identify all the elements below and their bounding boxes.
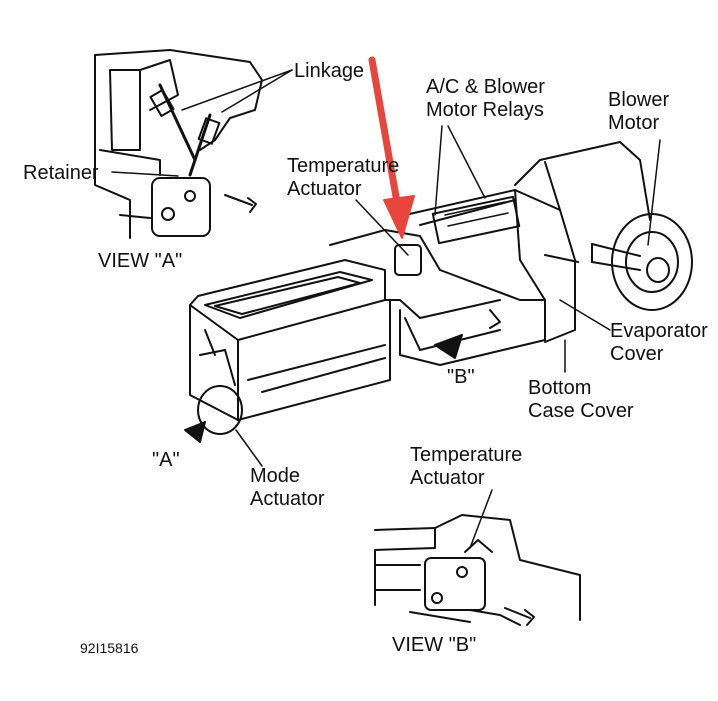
label-evaporator-cover-line1: Evaporator	[610, 320, 708, 342]
view-b-leader-line	[469, 489, 493, 549]
label-view-b: VIEW "B"	[392, 634, 477, 656]
view-a-leader-lines	[111, 69, 293, 177]
label-temperature-actuator-view-b-line2: Actuator	[410, 467, 485, 489]
label-arrow-a: "A"	[152, 449, 180, 471]
label-evaporator-cover: Evaporator Cover	[610, 320, 708, 366]
label-retainer: Retainer	[23, 162, 99, 184]
label-temperature-actuator-view-b: Temperature Actuator	[410, 444, 522, 490]
label-evaporator-cover-line2: Cover	[610, 343, 664, 365]
label-blower-motor-line2: Motor	[608, 112, 660, 134]
label-blower-motor-line1: Blower	[608, 89, 670, 111]
label-arrow-b: "B"	[447, 366, 475, 388]
label-blower-motor: Blower Motor	[608, 89, 669, 135]
view-a-inset	[94, 49, 263, 239]
label-view-a: VIEW "A"	[98, 250, 183, 272]
label-bottom-case-cover: Bottom Case Cover	[528, 377, 634, 423]
label-relays-line2: Motor Relays	[426, 99, 544, 121]
figure-id: 92I15816	[80, 640, 139, 656]
label-temperature-actuator-line2: Actuator	[287, 178, 362, 200]
view-b-inset	[374, 514, 581, 626]
highlight-arrow	[368, 56, 415, 239]
hvac-main-module	[184, 141, 693, 443]
main-leader-lines	[235, 125, 661, 467]
label-relays-line1: A/C & Blower	[426, 76, 545, 98]
label-mode-actuator-line1: Mode	[250, 465, 301, 487]
label-relays: A/C & Blower Motor Relays	[426, 76, 545, 122]
label-temperature-actuator-view-b-line1: Temperature	[410, 444, 523, 466]
label-bottom-case-cover-line2: Case Cover	[528, 400, 634, 422]
label-temperature-actuator: Temperature Actuator	[287, 155, 399, 201]
label-temperature-actuator-line1: Temperature	[287, 155, 400, 177]
label-bottom-case-cover-line1: Bottom	[528, 377, 592, 399]
label-mode-actuator: Mode Actuator	[250, 465, 324, 511]
label-mode-actuator-line2: Actuator	[250, 488, 325, 510]
label-linkage: Linkage	[294, 60, 365, 82]
